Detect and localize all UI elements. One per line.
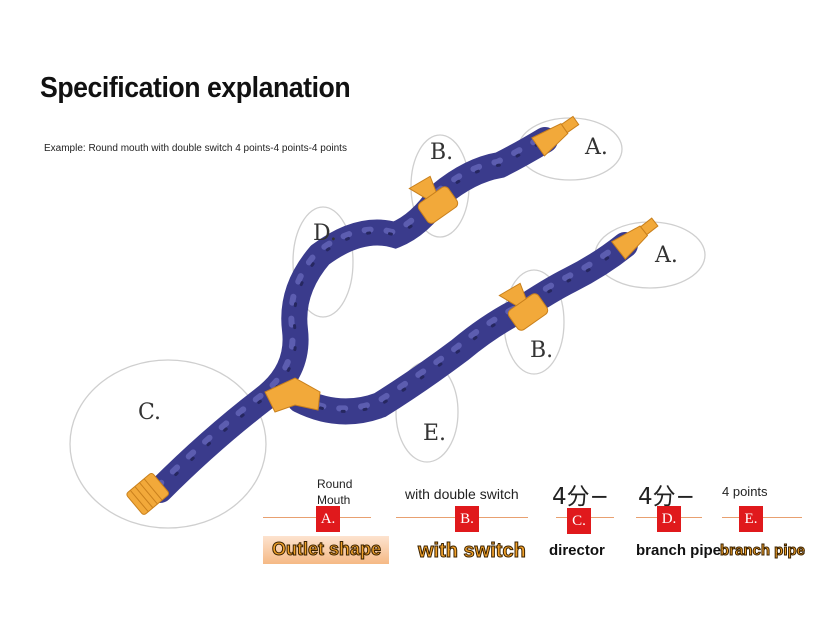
y-connector [264, 377, 321, 413]
spec-a-highlight [263, 536, 389, 564]
spec-e-badge: E. [739, 506, 763, 532]
spec-a-bottom: Outlet shape [271, 539, 382, 560]
switch-valve-1 [408, 175, 459, 224]
spec-c-bottom: director [549, 542, 605, 559]
label-b-lower: B. [530, 338, 554, 363]
callout-ellipse-c [69, 359, 267, 529]
spec-e-top: 4 points [722, 484, 768, 499]
label-b-upper: B. [430, 140, 454, 165]
callout-ellipse-d [292, 206, 354, 318]
threaded-end [126, 473, 169, 515]
spec-c-top: 4分− [552, 484, 609, 510]
spec-d-top: 4分− [638, 484, 695, 510]
spec-b-badge: B. [455, 506, 479, 532]
spec-a-top: Round Mouth [317, 477, 353, 507]
label-d: D. [313, 221, 337, 246]
spec-b-bottom: with switch [418, 540, 527, 563]
spec-d-bottom: branch pipe [636, 542, 722, 559]
spec-a-badge: A. [316, 506, 340, 532]
example-caption: Example: Round mouth with double switch … [44, 143, 347, 154]
spec-d-badge: D. [657, 506, 681, 532]
spec-c-badge: C. [567, 508, 591, 534]
switch-valve-2 [498, 282, 549, 331]
label-e: E. [423, 421, 447, 446]
label-a-upper: A. [585, 135, 608, 160]
page-title: Specification explanation [40, 72, 351, 104]
spec-e-bottom: branch pipe [719, 542, 806, 560]
label-a-lower: A. [655, 243, 678, 268]
round-nozzle-2 [611, 217, 659, 260]
round-nozzle-1 [531, 115, 580, 157]
label-c: C. [138, 400, 162, 425]
spec-b-top: with double switch [405, 486, 519, 502]
